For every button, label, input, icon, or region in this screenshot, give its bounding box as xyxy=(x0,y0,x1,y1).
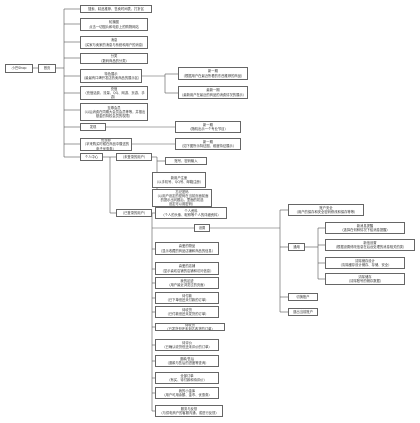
node-about: 清除储存 （清除账号的储存数据） xyxy=(325,273,405,285)
node-login-reg: 账号、密码输入 xyxy=(165,157,207,165)
node-personal: 个人中心 xyxy=(80,153,103,161)
node-all-orders: 全部订单 （有买、待付款和待评价） xyxy=(155,372,219,384)
node-news: 消息 （买家与卖家的消息与系统和用户的消息） xyxy=(80,36,148,49)
node-pending-ship: 待收货 （已付款但还未发货的订单） xyxy=(155,306,219,318)
node-not-login: （未登录的用户） xyxy=(116,153,152,161)
node-profile: 个人资料 （个人的头像、昵称等个人的详细资料） xyxy=(155,207,227,219)
node-coupon: 优惠券 （拿来购买时候在商品中赠送的电子优惠券） xyxy=(80,138,132,151)
node-clear-cache: 清除储存设计 （清除缓存设计储存、存储、安全） xyxy=(325,257,405,269)
node-collect: 喜爱的物品 （显示收藏的商品店铺和商品的信息） xyxy=(155,242,219,255)
node-root: 小巴Shop xyxy=(5,64,33,73)
node-discover: 发现 xyxy=(80,123,106,131)
node-wallet: 我的小金库 （用户可用余额、金币、优惠券） xyxy=(155,387,219,399)
node-pending-review: 待评价 （已确认收货但还未评价的订单） xyxy=(155,339,219,351)
node-category: 分类 （数码商品的分类） xyxy=(80,53,148,64)
node-pending-pay: 待付款 （已下单但还未付款的订单） xyxy=(155,292,219,304)
node-settings: 设置 xyxy=(194,224,210,232)
node-switch-account: 切换账户 xyxy=(288,293,318,301)
node-logout: 退出当前账户 xyxy=(288,308,318,316)
node-account-security: 账户安全 （用户的保存和安全密码修改和保存等等） xyxy=(288,204,364,216)
node-msg-notify: 新消息提醒 （选择在何种情况下给消息提醒） xyxy=(325,222,405,234)
node-general: 通用 xyxy=(288,243,305,251)
node-service: 服务与反馈 （与供电商户的客服沟通，或进行反馈） xyxy=(155,405,223,417)
node-banner: 轮播图 点击一切图片和电影上的购物网站 xyxy=(80,18,148,31)
node-vip: 至尊会员 （以后消费在同期大会员会员等等，并推出基金的特权会员的权限） xyxy=(80,103,148,121)
node-refund: 退款/售后 （退款与售后的进度等查询） xyxy=(155,355,219,367)
node-forgot: 忘记密码 （以用户设定的密码在当前页面前面的提示出问题后，里面的初选 设定可以用… xyxy=(152,189,212,207)
node-visited: 喜爱的店铺 （显示喜欢店铺的店铺和访问信息） xyxy=(155,262,219,275)
node-privacy: 新信设置 （根据设置修改信息在后台处理的消息相关的类） xyxy=(325,239,415,251)
node-new-one: 新一期 （随机出示一个专业节目） xyxy=(175,121,241,133)
node-feature-b: 最新一期 （最新用户在最近的商品的消费情况的展示） xyxy=(178,86,248,99)
node-search: 搜索、精品推荐、售卖时间表、打折区 xyxy=(80,5,152,13)
node-home: 首页 xyxy=(38,64,56,73)
node-coupon-sub: 新一期 （如下图所示特征图、维度特征展示） xyxy=(175,138,241,150)
node-reg-third: 新用户注册 （以手机号、QQ号、邮箱注册） xyxy=(152,172,206,188)
node-pending-confirm: 待收货 （已发货但还未到达收货的订单） xyxy=(155,323,225,331)
node-feature-a: 新一期 （根据用户在最近所看的东西推荐的商品） xyxy=(178,67,248,80)
node-footprint: 我的足迹 （用户最近浏览过的页面） xyxy=(155,277,219,289)
node-special: 特色展示 （最最有口碑开发店热卖商品的展示区） xyxy=(80,69,142,83)
node-logged-in: （已登录的用户） xyxy=(116,209,152,217)
node-discount: 充值 （充值话费、流量、QQ、网游、页游、手游） xyxy=(80,86,148,100)
